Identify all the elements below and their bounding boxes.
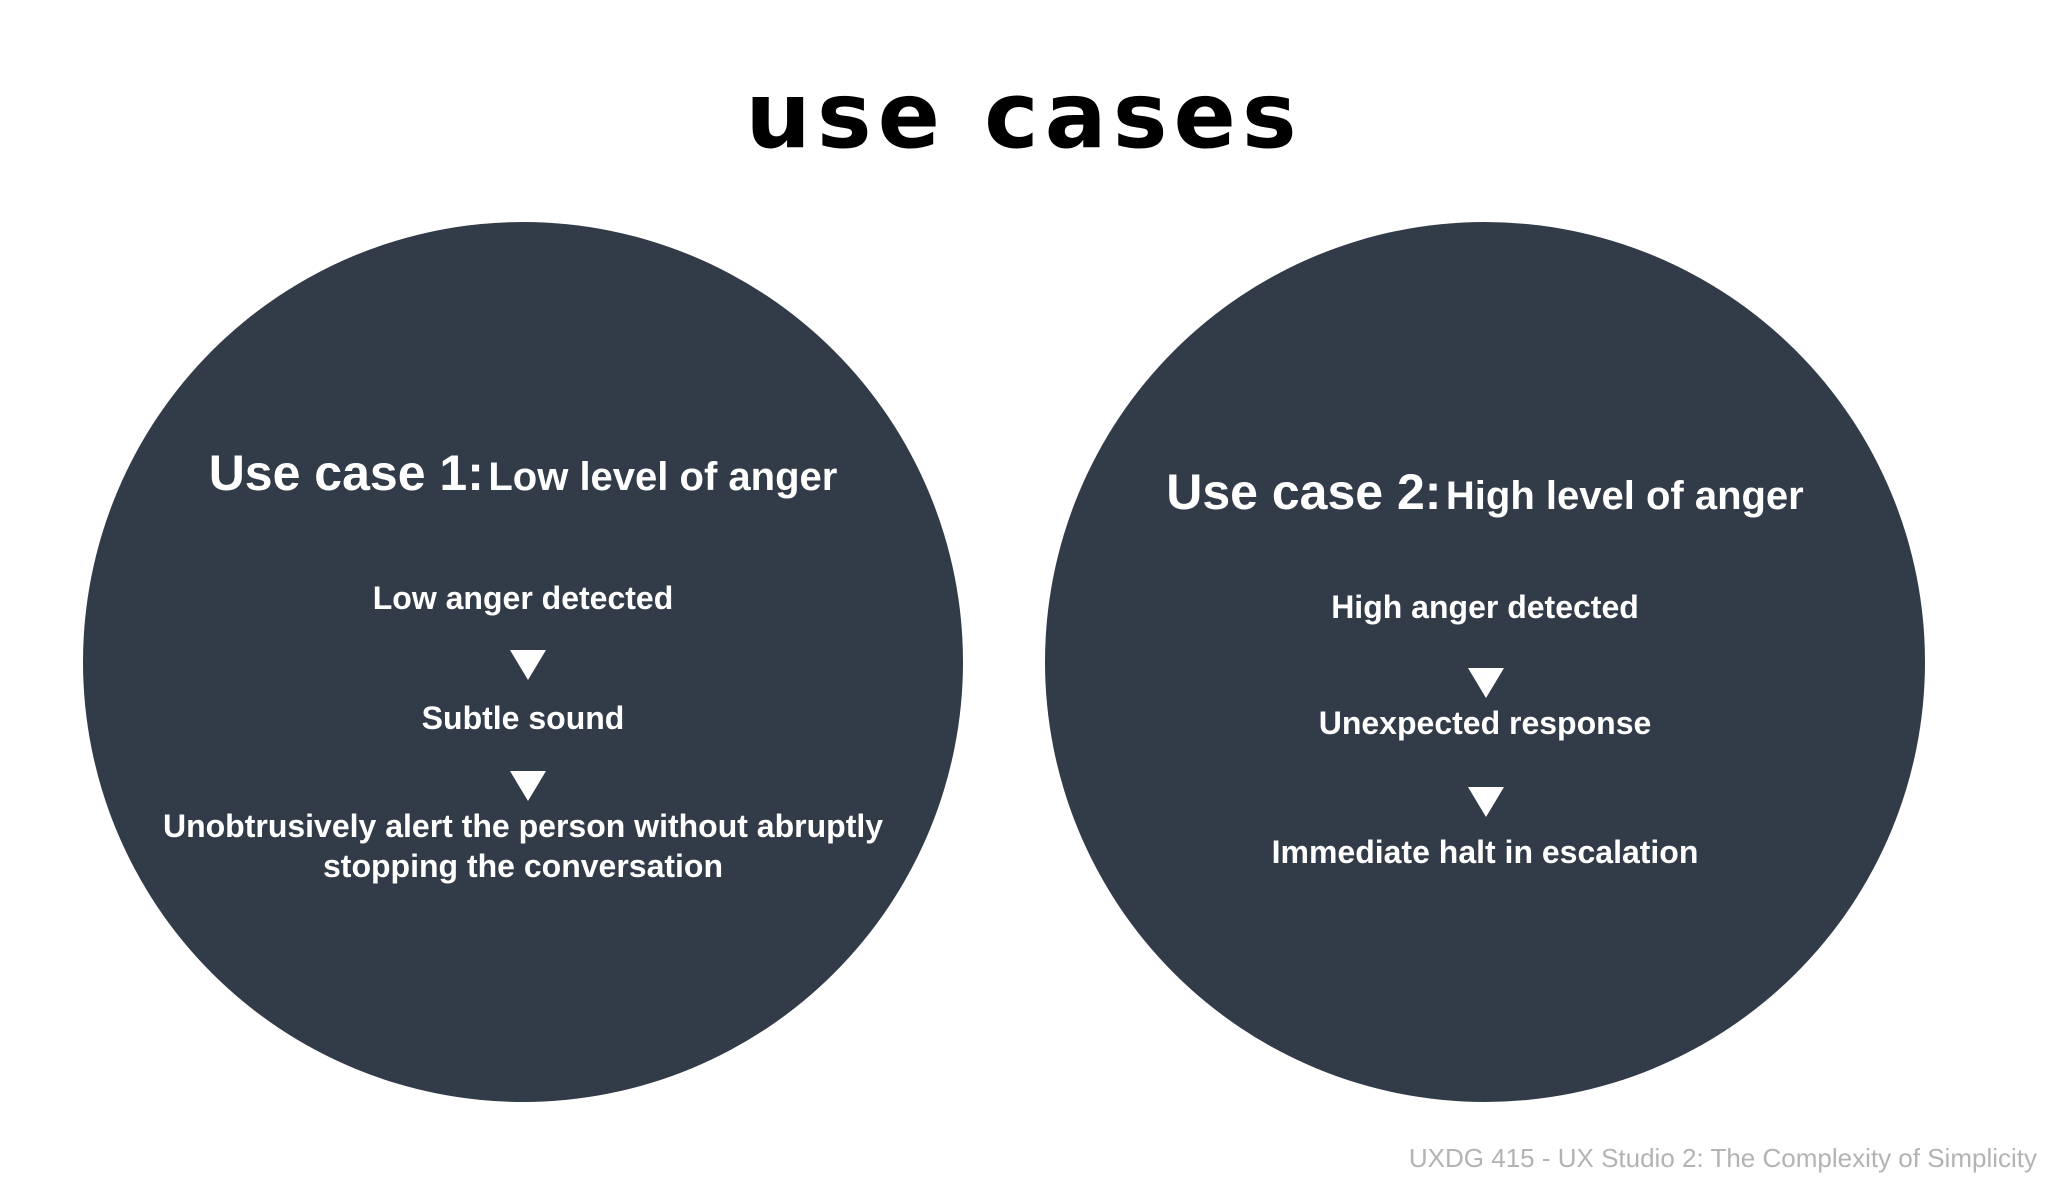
use-case-2-step-outcome: Immediate halt in escalation — [1271, 834, 1699, 870]
use-case-1-step-outcome-line-2: stopping the conversation — [322, 848, 724, 884]
use-case-2-heading: Use case 2: High level of anger — [1045, 467, 1925, 517]
use-case-1-step-outcome-line-1: Unobtrusively alert the person without a… — [162, 808, 884, 844]
use-case-1-circle: Use case 1: Low level of anger Low anger… — [83, 222, 963, 1102]
use-case-1-heading: Use case 1: Low level of anger — [83, 448, 963, 498]
use-case-2-step-response: Unexpected response — [1318, 705, 1652, 741]
use-case-1-step-detection: Low anger detected — [372, 580, 674, 616]
use-case-1-step-response: Subtle sound — [421, 700, 625, 736]
down-arrow-icon — [510, 771, 546, 801]
use-case-1-label: Use case 1: — [208, 445, 484, 501]
use-case-1-subtitle: Low level of anger — [488, 455, 838, 499]
course-footer: UXDG 415 - UX Studio 2: The Complexity o… — [1408, 1143, 2037, 1173]
down-arrow-icon — [510, 650, 546, 680]
use-case-2-subtitle: High level of anger — [1445, 474, 1804, 518]
use-case-2-circle: Use case 2: High level of anger High ang… — [1045, 222, 1925, 1102]
slide-title: use cases — [745, 62, 1303, 169]
use-case-2-step-detection: High anger detected — [1331, 589, 1639, 625]
use-case-2-label: Use case 2: — [1166, 464, 1442, 520]
down-arrow-icon — [1468, 787, 1504, 817]
down-arrow-icon — [1468, 668, 1504, 698]
